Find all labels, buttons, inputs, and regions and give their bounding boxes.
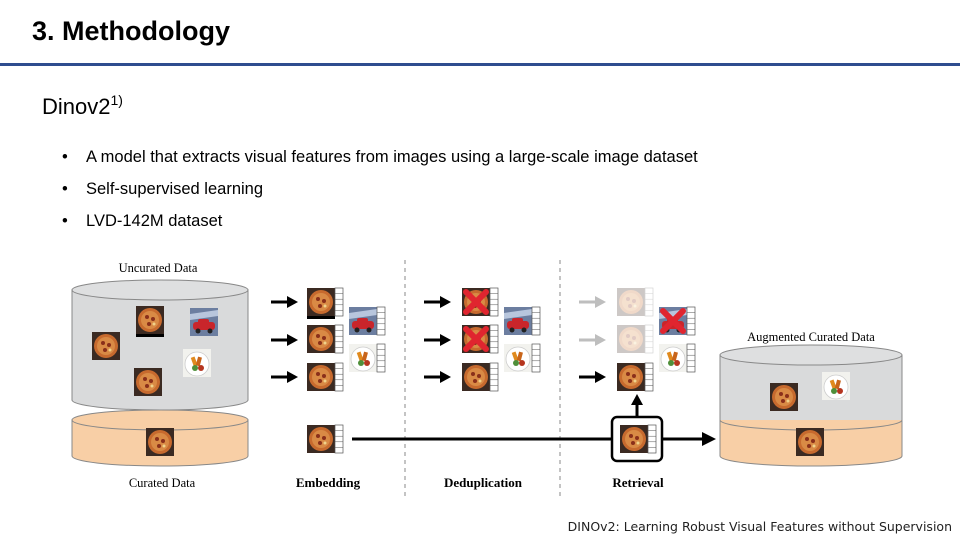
car-image [190,308,218,336]
arrow-icon [269,332,300,348]
bullet-text: LVD-142M dataset [86,212,223,230]
bullet-dot: • [62,212,68,230]
reference-marker: 1) [110,92,123,108]
section-heading-text: Dinov2 [42,94,111,119]
car-image [349,307,377,335]
slide-title: 3. Methodology [32,16,230,46]
food-plate-image [182,348,212,378]
food-plate-image [821,371,851,401]
food-plate-image [658,343,688,373]
pizza-image [146,428,174,456]
embedding-vector-icon [647,424,657,454]
pizza-image [307,363,335,391]
arrow-icon [422,332,453,348]
food-plate-image [348,343,378,373]
pizza-image [307,288,335,316]
faded-pizza-image [617,287,654,317]
bullet-text: A model that extracts visual features fr… [86,148,698,166]
citation-footer: DINOv2: Learning Robust Visual Features … [567,519,952,534]
augmented-curated-data-label: Augmented Curated Data [747,330,875,344]
faded-arrow [577,332,608,348]
pizza-image [617,363,645,391]
embedding-vector-icon [531,306,541,336]
pizza-image [134,368,162,396]
augmented-data-cylinder [719,344,903,467]
up-arrowhead-icon [631,394,643,405]
embedding-vector-icon [489,287,499,317]
embedding-vector-icon [376,306,386,336]
pizza-image [796,428,824,456]
embedding-vector-icon [334,324,344,354]
embedding-vector-icon [489,362,499,392]
section-heading: Dinov21) [42,92,123,120]
pizza-image [462,363,490,391]
bullet-list: • A model that extracts visual features f… [62,146,698,242]
image-bar [307,316,335,319]
bullet-item: • A model that extracts visual features f… [62,146,698,178]
embedding-vector-icon [531,343,541,373]
bullet-text: Self-supervised learning [86,180,264,198]
embedding-vector-icon [334,287,344,317]
embedding-vector-icon [489,324,499,354]
arrow-icon [269,369,300,385]
arrowhead-icon [702,432,716,446]
embedding-vector-icon [334,424,344,454]
bullet-item: • Self-supervised learning [62,178,698,210]
arrow-icon [577,369,608,385]
arrow-icon [422,369,453,385]
pizza-image [92,332,120,360]
embedding-vector-icon [376,343,386,373]
arrow-icon [269,294,300,310]
arrow-icon [422,294,453,310]
bullet-dot: • [62,180,68,198]
embedding-vector-icon [644,362,654,392]
uncurated-data-label: Uncurated Data [119,261,198,275]
curated-data-label: Curated Data [129,476,196,490]
stage-label-deduplication: Deduplication [444,475,523,490]
embedding-vector-icon [334,362,344,392]
pizza-image [770,383,798,411]
pizza-image [307,425,335,453]
stage-label-embedding: Embedding [296,475,361,490]
embedding-vector-icon [686,306,696,336]
pizza-image [136,306,164,334]
pizza-image [307,325,335,353]
bullet-item: • LVD-142M dataset [62,210,698,242]
faded-arrow [577,294,608,310]
embedding-vector-icon [686,343,696,373]
stage-label-retrieval: Retrieval [612,475,664,490]
food-plate-image [503,343,533,373]
car-image [504,307,532,335]
pizza-image [620,425,648,453]
image-bar [136,334,164,337]
faded-pizza-image [617,324,654,354]
title-divider [0,63,960,66]
bullet-dot: • [62,148,68,166]
